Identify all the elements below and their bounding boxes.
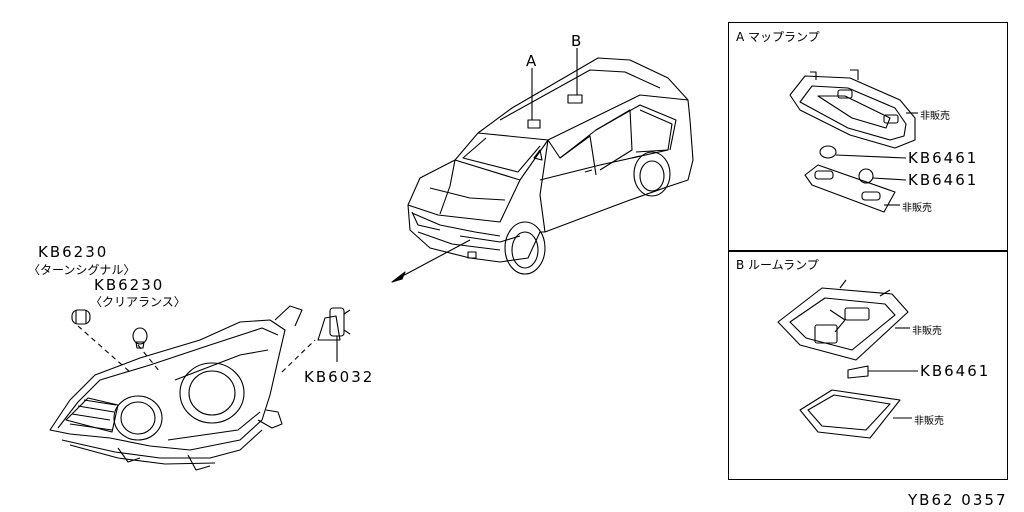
halogen-bulb: [317, 307, 351, 362]
box-a-not-sold-1: 非販売: [920, 111, 950, 122]
headlamp-illustration: [49, 305, 316, 471]
part-kb6032: KB6032: [304, 368, 375, 386]
room-lamp-detail-box: [728, 250, 1008, 480]
part-kb6230-clear: KB6230: [94, 276, 165, 294]
box-b-part-1: KB6461: [920, 362, 991, 380]
clearance-note: 〈クリアランス〉: [90, 295, 186, 309]
box-b-not-sold-1: 非販売: [912, 326, 942, 337]
box-b-title: B ルームランプ: [736, 258, 819, 272]
room-lamp-illustration: [777, 279, 918, 439]
box-a-part-2: KB6461: [908, 171, 979, 189]
clearance-bulb: [132, 327, 148, 349]
box-a-part-1: KB6461: [908, 149, 979, 167]
callout-a: A: [526, 52, 539, 70]
callout-b: B: [571, 32, 584, 50]
map-lamp-illustration: [789, 69, 918, 213]
map-lamp-detail-box: [728, 22, 1008, 252]
car-illustration: [391, 48, 694, 283]
turn-signal-bulb: [71, 309, 91, 325]
box-a-not-sold-2: 非販売: [902, 203, 932, 214]
turn-signal-note: 〈ターンシグナル〉: [28, 263, 136, 277]
box-a-title: A マップランプ: [736, 30, 820, 44]
figure-code: YB62 0357: [908, 491, 1008, 509]
box-b-not-sold-2: 非販売: [914, 416, 944, 427]
part-kb6230-turn: KB6230: [38, 243, 109, 261]
